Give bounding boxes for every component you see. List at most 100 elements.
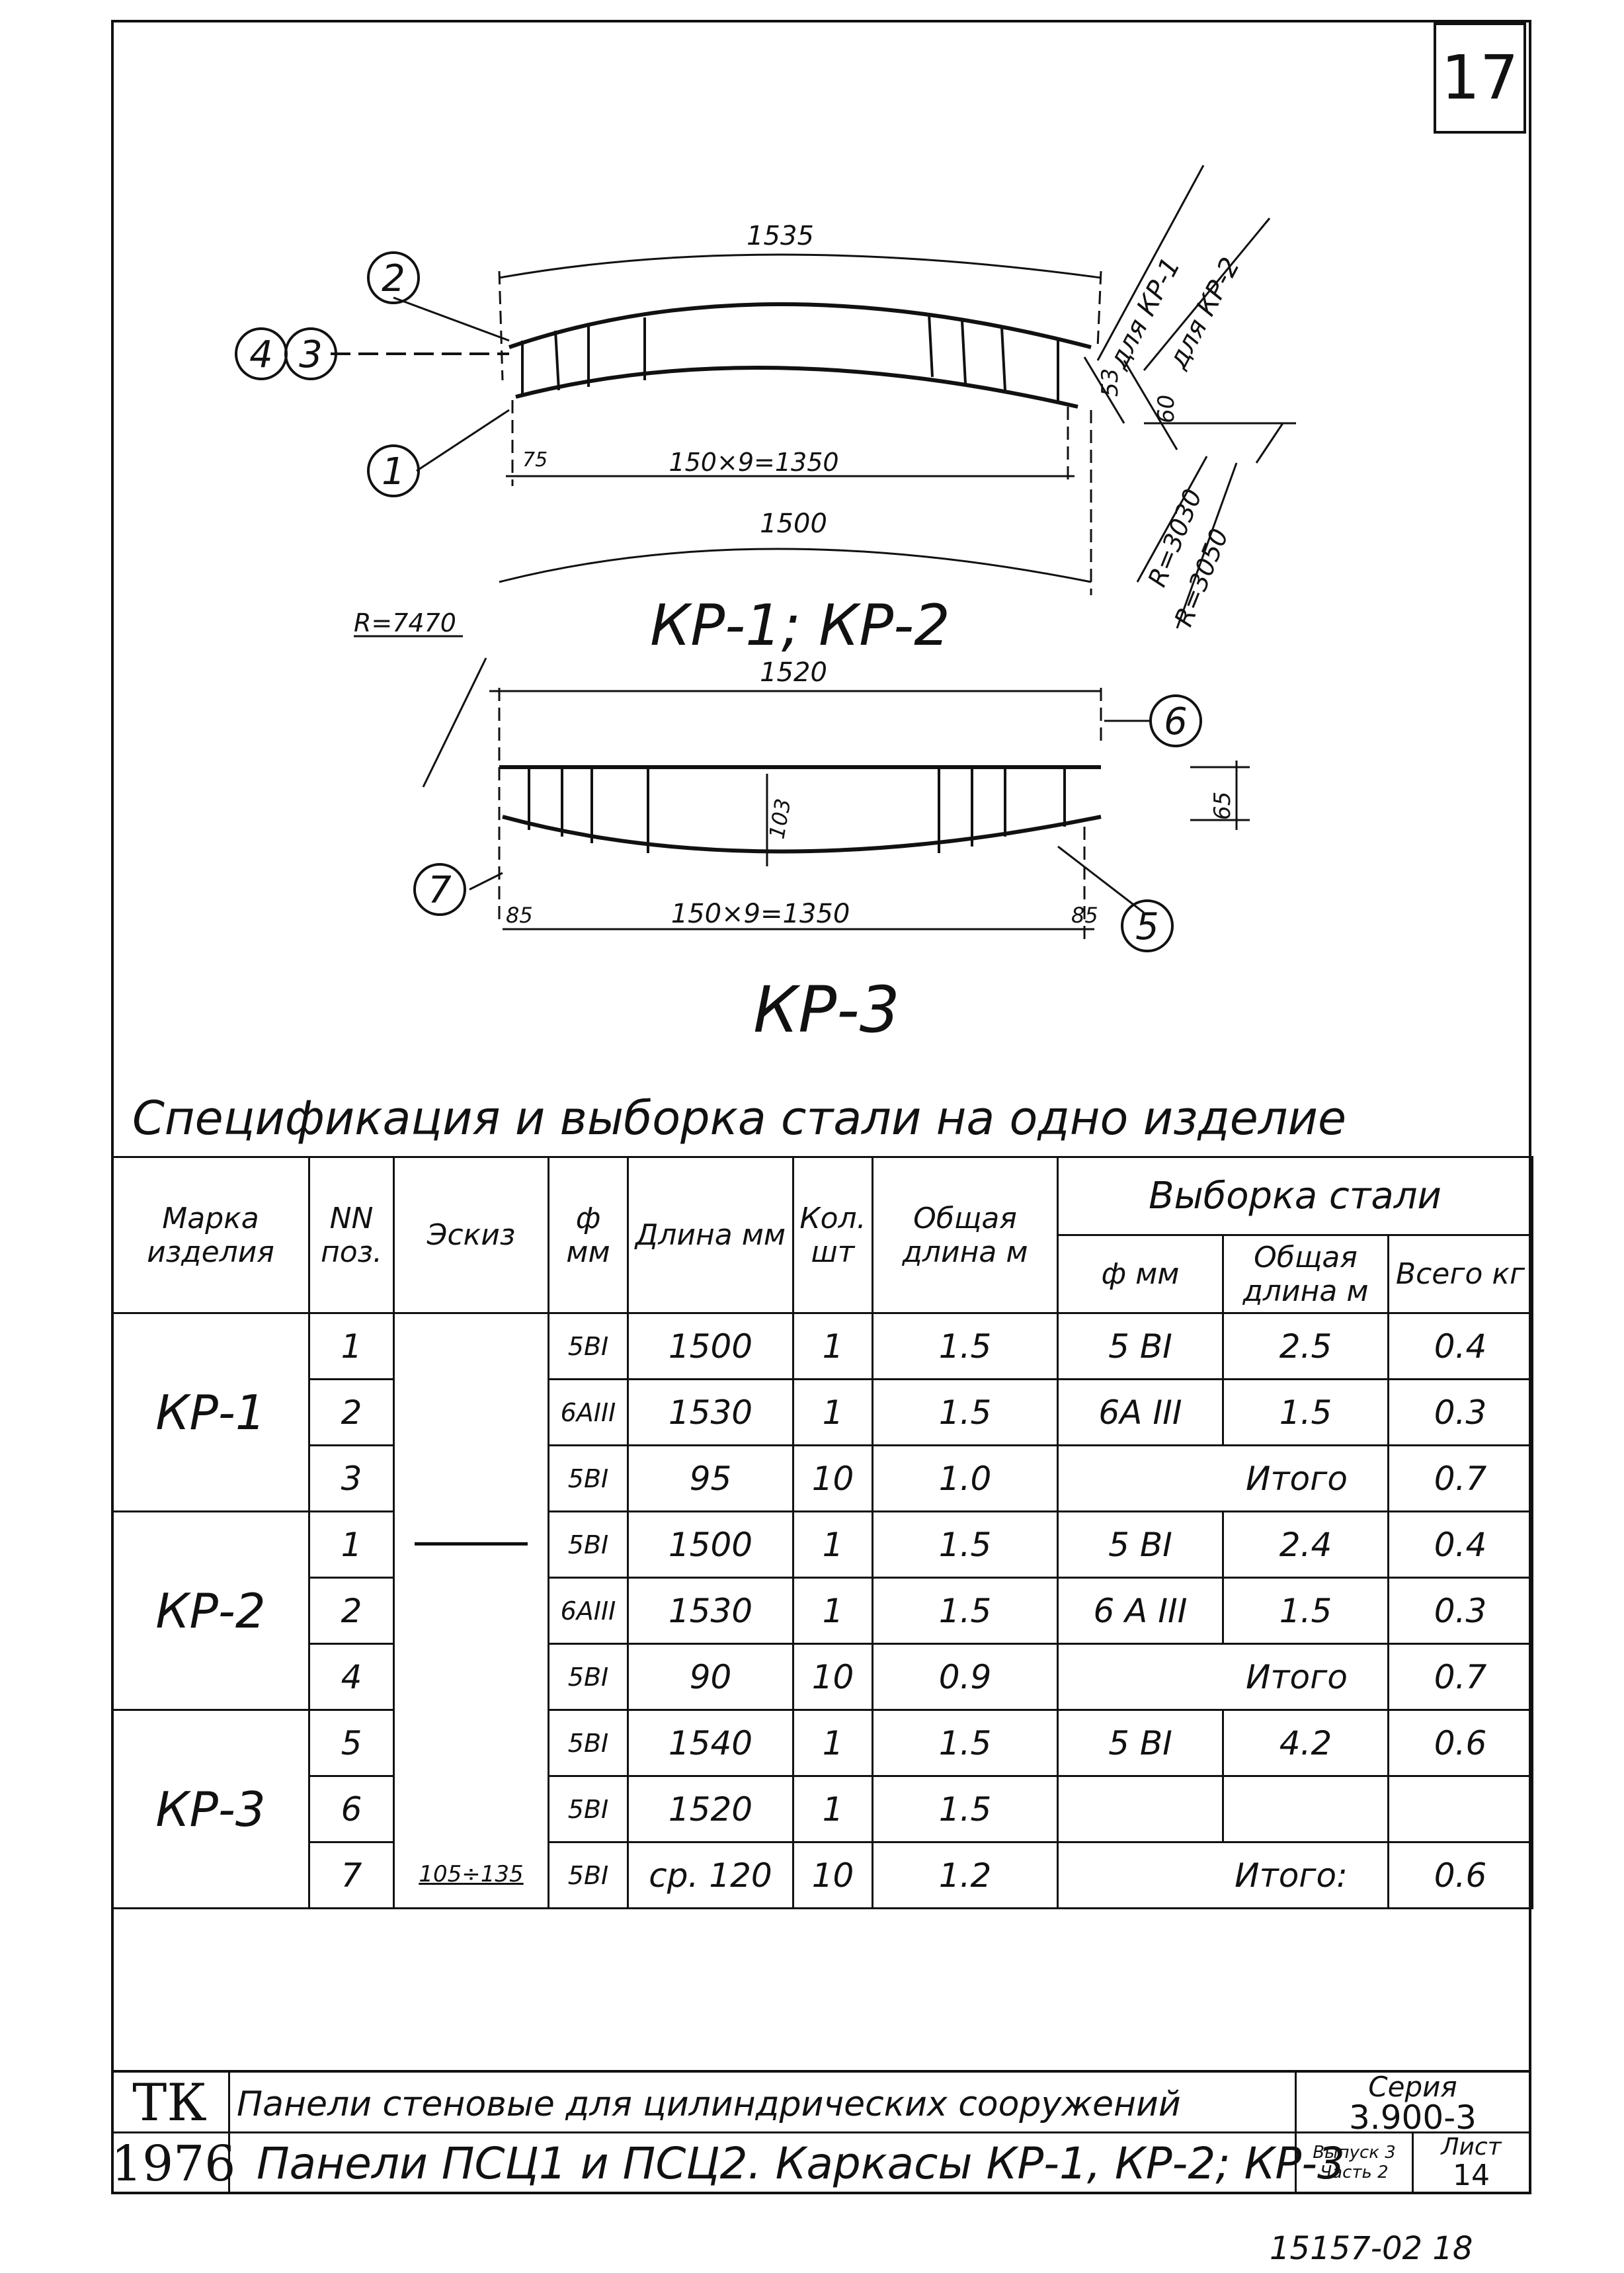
spec-table: Марка изделия NN поз. Эскиз ф мм Длина м… [111,1156,1534,1909]
title-kr1-kr2: КР-1; КР-2 [650,593,950,659]
table-cell: 0.3 [1387,1378,1534,1446]
table-cell: 5BI [548,1312,629,1380]
sheet-value: 14 [1453,2159,1490,2192]
header-qty: Кол. шт [792,1156,873,1314]
table-cell: 0.4 [1387,1312,1534,1380]
table-row: 4 5BI 90 10 0.9 Итого 0.7 [112,1643,1534,1711]
dim-53: 53 [1097,368,1123,397]
sketch-line [415,1542,528,1546]
radius-7470: R=7470 [354,608,456,638]
sheet-label: Лист [1441,2133,1502,2161]
table-cell: 1.5 [872,1709,1059,1777]
table-cell: 1 [792,1312,873,1380]
dim-60: 60 [1153,395,1180,423]
table-cell [1057,1775,1224,1843]
mark-kr3: КР-3 [111,1709,310,1909]
table-cell: 10 [792,1841,873,1909]
itogo-label: Итого: [1057,1841,1389,1909]
table-row: 3 5BI 95 10 1.0 Итого 0.7 [112,1444,1534,1512]
table-cell: 1 [792,1709,873,1777]
position-6: 6 [1164,700,1188,743]
table-cell: 2 [308,1577,395,1645]
table-cell: 1 [792,1378,873,1446]
table-cell: 5 BI [1057,1709,1224,1777]
table-cell: 1.5 [1222,1577,1389,1645]
year: 1976 [111,2133,235,2194]
itogo-label: Итого [1057,1643,1389,1711]
dim-103: 103 [764,797,795,841]
dim-1500: 1500 [760,509,827,539]
dim-150x9-top: 150×9=1350 [669,448,838,477]
table-cell: 5BI [548,1444,629,1512]
sketch-cell: 105÷135 [393,1312,549,1909]
header-selection: Выборка стали [1056,1156,1534,1236]
dim-1520: 1520 [760,657,827,688]
sheet-number: 17 [1434,22,1526,134]
header-total-length: Общая длина м [872,1156,1059,1314]
table-cell: 1.5 [872,1510,1059,1579]
itogo-label: Итого [1057,1444,1389,1512]
title-line-2: Панели ПСЦ1 и ПСЦ2. Каркасы КР-1, КР-2; … [257,2138,1346,2189]
table-cell: 1530 [627,1577,794,1645]
sheet-box: Лист 14 [1414,2133,1529,2194]
header-sketch: Эскиз [393,1156,549,1314]
header-sel-dia: ф мм [1057,1234,1224,1314]
table-cell: 4.2 [1222,1709,1389,1777]
position-5: 5 [1135,905,1159,948]
table-row: 2 6AIII 1530 1 1.5 6A III 1.5 0.3 [112,1378,1534,1446]
table-cell: 3 [308,1444,395,1512]
table-cell: 1 [308,1312,395,1380]
table-cell: 0.7 [1387,1643,1534,1711]
table-cell: 5BI [548,1643,629,1711]
table-cell: 1 [792,1775,873,1843]
dim-65: 65 [1209,792,1236,820]
title-block: ТК 1976 Панели стеновые для цилиндрическ… [111,2070,1531,2194]
dim-1535: 1535 [747,221,814,251]
position-4: 4 [249,333,273,376]
table-cell: 1520 [627,1775,794,1843]
table-cell: 6AIII [548,1577,629,1645]
position-3: 3 [299,333,323,376]
org-code: ТК [111,2073,230,2133]
table-cell: 1 [792,1510,873,1579]
table-row: КР-3 5 5BI 1540 1 1.5 5 BI 4.2 0.6 [111,1709,1534,1909]
table-cell: 0.3 [1387,1577,1534,1645]
table-row: КР-2 1 5BI 1500 1 1.5 5 BI 2.4 0.4 [111,1510,1534,1711]
table-cell: 1 [792,1577,873,1645]
mark-kr2: КР-2 [111,1510,310,1711]
table-cell: 1.5 [872,1378,1059,1446]
table-row: 7 5BI ср. 120 10 1.2 Итого: 0.6 [112,1841,1534,1909]
table-row: 6 5BI 1520 1 1.5 [112,1775,1534,1843]
table-cell: 1.5 [872,1577,1059,1645]
table-row: 2 6AIII 1530 1 1.5 6 A III 1.5 0.3 [112,1577,1534,1645]
table-cell: 5BI [548,1841,629,1909]
table-cell: 10 [792,1444,873,1512]
table-cell: 0.4 [1387,1510,1534,1579]
table-cell: 1500 [627,1510,794,1579]
header-sel-total-kg: Всего кг [1387,1234,1534,1314]
dim-150x9-bottom: 150×9=1350 [671,899,850,929]
table-cell: 1500 [627,1312,794,1380]
dim-85-left: 85 [506,903,533,928]
table-cell: 5 [308,1709,395,1777]
footer-code: 15157-02 18 [1270,2230,1473,2267]
series-label: Серия [1368,2071,1457,2103]
table-row: КР-1 1 105÷135 5BI 1500 1 1.5 5 BI 2.5 0… [111,1312,1534,1909]
header-dia: ф мм [548,1156,629,1314]
table-cell [1387,1775,1534,1843]
table-cell: 5 BI [1057,1510,1224,1579]
table-cell: 1.0 [872,1444,1059,1512]
table-cell: 95 [627,1444,794,1512]
table-cell: 2.4 [1222,1510,1389,1579]
spec-title: Спецификация и выборка стали на одно изд… [132,1091,1347,1145]
table-cell: 6 A III [1057,1577,1224,1645]
table-cell: 1.5 [1222,1378,1389,1446]
sketch-range: 105÷135 [419,1861,524,1887]
header-sel-total-length: Общая длина м [1222,1234,1389,1314]
table-cell: ср. 120 [627,1841,794,1909]
position-7: 7 [428,869,452,912]
position-1: 1 [382,450,405,493]
table-cell: 6A III [1057,1378,1224,1446]
table-cell: 1.5 [872,1312,1059,1380]
dim-75: 75 [522,448,548,472]
